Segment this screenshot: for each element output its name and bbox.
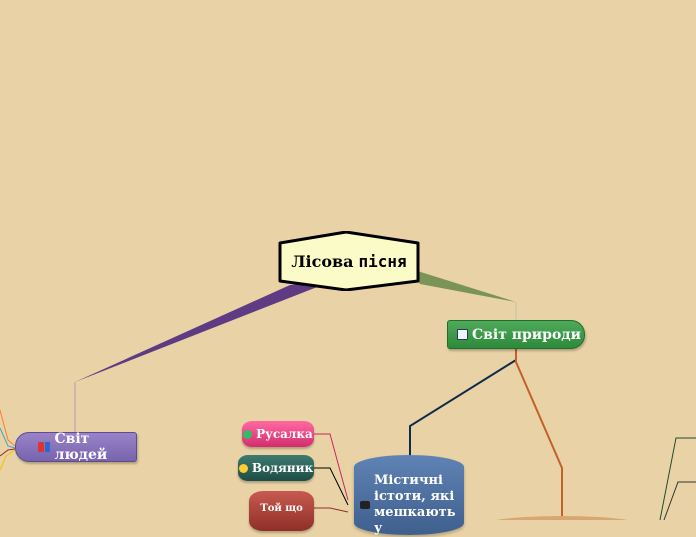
link-left-3 xyxy=(0,449,16,471)
link-rusalka xyxy=(314,433,349,501)
link-vodianyk xyxy=(314,467,349,506)
topic-world-people-label: Світ людей xyxy=(54,431,108,463)
topic-world-nature-label: Світ природи xyxy=(472,326,581,343)
subtopic-vodianyk-label: Водяник xyxy=(251,461,314,475)
subtopic-rusalka-label: Русалка xyxy=(256,427,313,441)
link-toi-shcho xyxy=(314,507,349,513)
subtopic-vodianyk[interactable]: Водяник xyxy=(238,455,314,481)
central-topic-title: Лісова xyxy=(291,251,354,271)
link-nature-mystic xyxy=(409,359,517,456)
subtopic-mystic-label: Містичні істоти, які мешкають у xyxy=(374,473,456,536)
people-icon xyxy=(38,442,45,452)
link-left-4 xyxy=(0,448,16,457)
computer-icon xyxy=(360,501,370,509)
branch-people xyxy=(75,282,330,382)
central-topic-shape xyxy=(278,231,420,291)
central-topic-title-mono: пісня xyxy=(358,251,407,271)
topic-world-nature[interactable]: Світ природи xyxy=(447,320,585,349)
branch-nature xyxy=(408,268,516,302)
link-right-2 xyxy=(663,481,696,520)
link-right-1 xyxy=(659,437,696,520)
picture-icon xyxy=(457,329,468,340)
subtopic-mystic-creatures[interactable]: Містичні істоти, які мешкають у xyxy=(354,455,464,536)
smile-icon xyxy=(238,463,248,473)
subtopic-toi-shcho[interactable]: Той що xyxy=(249,491,314,531)
smile-icon xyxy=(243,429,253,439)
link-left-2 xyxy=(0,427,16,449)
topic-world-people[interactable]: Світ людей xyxy=(15,431,137,463)
central-topic[interactable]: Лісова пісня xyxy=(276,231,422,291)
subtopic-toi-shcho-label: Той що xyxy=(260,503,303,514)
people-icon-second xyxy=(45,442,51,452)
connections-layer xyxy=(0,268,696,520)
link-left-1 xyxy=(0,409,16,447)
partial-node-bottom xyxy=(496,516,628,520)
subtopic-rusalka[interactable]: Русалка xyxy=(242,421,314,447)
link-nature-orange xyxy=(515,349,563,520)
